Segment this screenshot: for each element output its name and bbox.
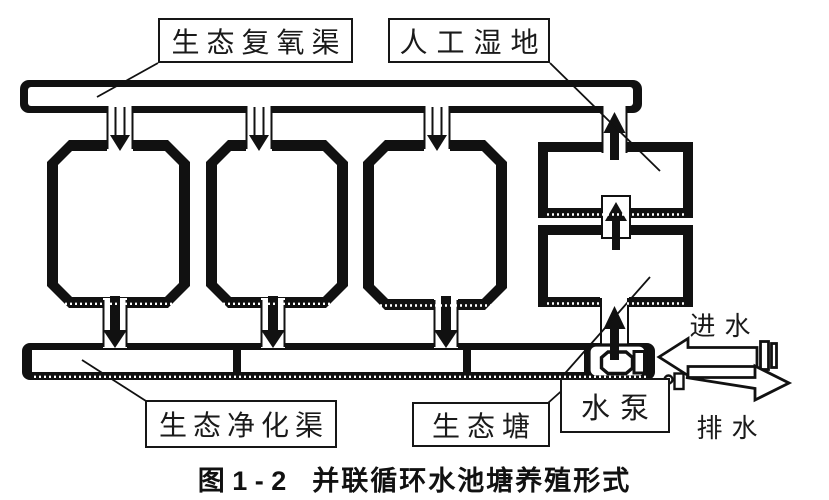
purification-channel-segment-2 [241, 350, 463, 372]
fish-pond-3 [363, 140, 507, 310]
label-artificial-wetland-text: 人工湿地 [399, 27, 548, 59]
fish-pond-2-inner [217, 151, 337, 297]
label-artificial-wetland: 人工湿地 [388, 18, 550, 63]
fish-pond-1 [47, 140, 190, 308]
label-purification-channel: 生态净化渠 [145, 400, 337, 448]
wetland-cell-1 [538, 142, 693, 218]
purification-channel-segment-1 [32, 350, 233, 372]
fish-pond-2 [206, 140, 348, 308]
label-purification-channel-text: 生态净化渠 [158, 411, 329, 442]
reoxygenation-channel-bar [20, 80, 642, 113]
inlet-arrow-icon [656, 335, 778, 379]
wetland-cell-2 [538, 225, 693, 307]
label-water-pump-text: 水泵 [580, 392, 659, 425]
inlet-label: 进水 [689, 312, 760, 341]
outlet-arrow-icon [663, 363, 793, 403]
purification-channel-segment-3 [471, 350, 584, 372]
label-water-pump: 水泵 [560, 378, 670, 433]
purification-channel-bar [22, 343, 655, 380]
outlet-label: 排水 [696, 414, 767, 443]
label-ecological-pond-text: 生态塘 [431, 411, 537, 443]
figure-caption: 图 1 - 2 并联循环水池塘养殖形式 [0, 459, 829, 498]
label-reoxygenation-channel: 生态复氧渠 [158, 18, 353, 63]
reoxygenation-channel-inner [28, 87, 633, 106]
label-reoxygenation-channel-text: 生态复氧渠 [171, 27, 347, 59]
fish-pond-1-inner [58, 151, 179, 297]
caption-title: 并联循环水池塘养殖形式 [312, 466, 632, 496]
fish-pond-3-inner [374, 151, 496, 299]
caption-number: 图 1 - 2 [197, 466, 287, 496]
label-ecological-pond: 生态塘 [412, 402, 550, 447]
